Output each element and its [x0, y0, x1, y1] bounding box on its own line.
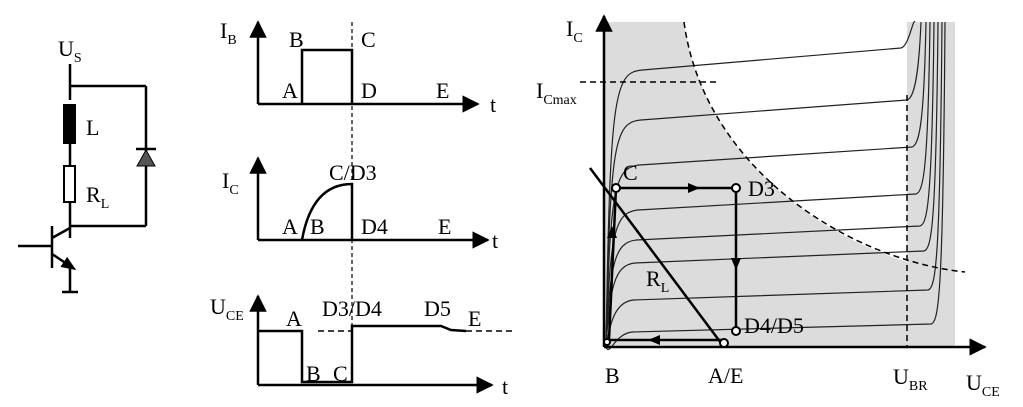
ic-curve: [300, 182, 354, 241]
circuit-schematic: US L RL: [18, 36, 156, 294]
breakdown-region: [907, 22, 955, 347]
ic-plot: IC t A B C/D3 D4 E: [222, 156, 498, 253]
uce-axis-label: UCE: [210, 294, 244, 324]
characteristic-curve: [605, 21, 922, 348]
characteristic-curve: [605, 21, 931, 348]
point-b-label: B: [605, 363, 620, 388]
supply-label: US: [58, 36, 82, 66]
characteristic-curve: [605, 21, 943, 348]
ib-t-label: t: [490, 92, 496, 117]
ib-pulse: [300, 48, 354, 104]
uce-point-d5: D5: [424, 296, 451, 321]
uce-waveform: [258, 324, 467, 384]
arrow-c-d3: [688, 183, 700, 193]
uce-t-label: t: [502, 374, 508, 399]
arrow-d3-d4: [731, 258, 741, 270]
output-characteristics: IC UCE ICmax UBR RL B A/E C D3 D4/D5: [536, 14, 1000, 400]
diode-triangle: [136, 148, 156, 167]
uce-point-c: C: [333, 361, 348, 386]
uce-point-a: A: [286, 306, 302, 331]
ib-plot: IB t A B C D E: [220, 18, 496, 117]
safe-operating-area: [604, 22, 955, 347]
characteristic-curve: [605, 21, 916, 348]
uce-point-e: E: [468, 306, 481, 331]
load-line: [588, 167, 726, 348]
emitter-arrow: [51, 252, 77, 271]
point-c-marker: [611, 183, 621, 193]
ic-axis-label: IC: [566, 16, 583, 46]
point-d3-label: D3: [748, 176, 775, 201]
uce-plot: UCE t A B C D3/D4 D5 E: [210, 294, 512, 399]
arrow-e-b: [648, 335, 660, 345]
resistor-label: RL: [86, 182, 109, 212]
point-b-marker: [603, 338, 611, 346]
ic-point-b: B: [310, 214, 325, 239]
ib-point-a: A: [282, 78, 298, 103]
path-b-c: [607, 187, 618, 341]
resistor: [63, 165, 76, 203]
uce-point-b: B: [306, 361, 321, 386]
inductor-label: L: [86, 115, 99, 140]
inductor: [63, 104, 76, 144]
point-ae-marker: [719, 338, 729, 348]
ic-t-label: t: [492, 228, 498, 253]
ubr-label: UBR: [893, 364, 928, 394]
ic-point-cd3: C/D3: [329, 160, 377, 185]
ib-point-c: C: [361, 27, 376, 52]
rl-label: RL: [646, 266, 669, 296]
uce-axis-label: UCE: [966, 370, 1000, 400]
ic-point-a: A: [282, 214, 298, 239]
ib-point-d: D: [361, 78, 377, 103]
characteristic-curve: [605, 21, 927, 348]
icmax-label: ICmax: [536, 78, 577, 108]
arrow-b-c: [607, 226, 617, 238]
ic-point-d4: D4: [361, 214, 388, 239]
ic-point-e: E: [438, 214, 451, 239]
ib-point-b: B: [289, 27, 304, 52]
point-d3-marker: [731, 183, 741, 193]
ic-axis-label: IC: [222, 168, 239, 198]
point-ae-label: A/E: [708, 363, 743, 388]
point-c-label: C: [623, 160, 638, 185]
collector-lead: [51, 226, 71, 240]
point-d4d5-label: D4/D5: [744, 313, 804, 338]
characteristic-curve: [605, 21, 946, 350]
point-d4d5-marker: [731, 326, 741, 336]
power-hyperbola: [683, 21, 966, 273]
ib-axis-label: IB: [220, 18, 237, 48]
ib-point-e: E: [436, 78, 449, 103]
